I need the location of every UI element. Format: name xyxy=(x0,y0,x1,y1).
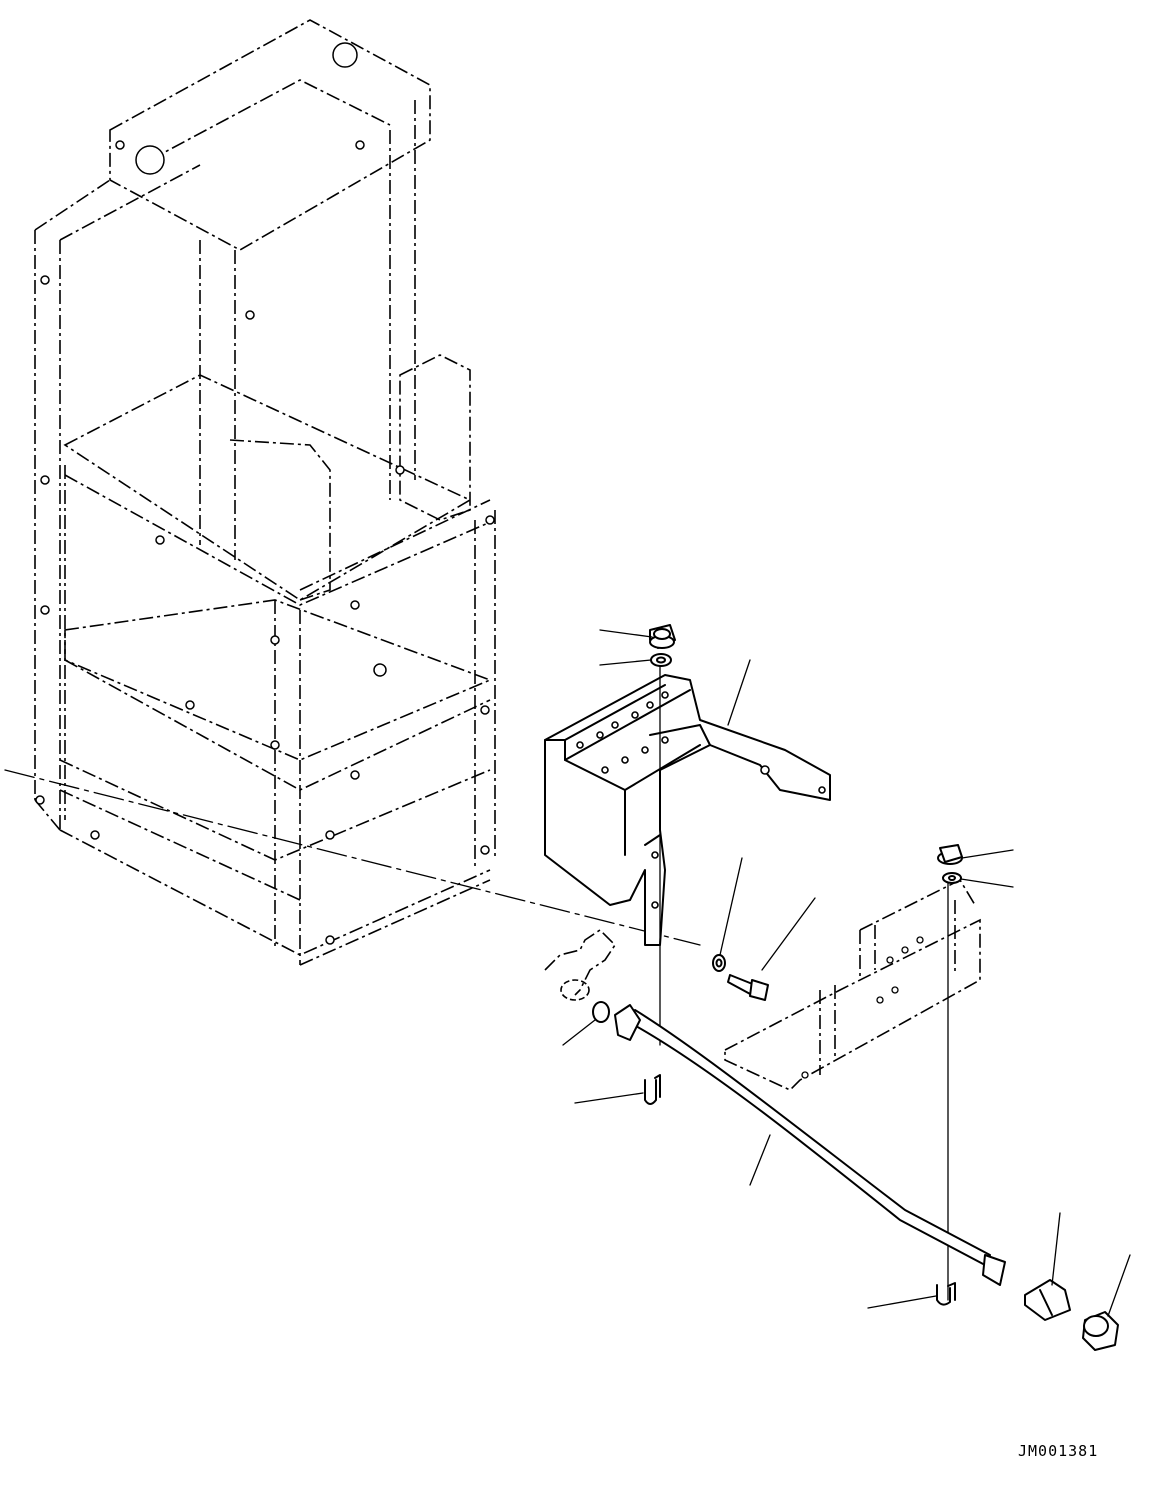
u-clamp-lower xyxy=(936,1282,956,1306)
bolt xyxy=(727,974,769,1001)
support-bracket xyxy=(544,659,831,1046)
tube xyxy=(614,1004,1006,1286)
washer-right xyxy=(942,872,962,884)
cap xyxy=(1082,1311,1119,1351)
flange-nut-top xyxy=(649,624,676,649)
leader-lines xyxy=(562,629,1131,1317)
washer-mid xyxy=(712,954,726,972)
drawing-code: JM001381 xyxy=(1018,1442,1099,1460)
frame-assembly xyxy=(4,19,701,966)
connector xyxy=(1024,1279,1071,1321)
mount-plate xyxy=(724,878,981,1301)
washer-top xyxy=(650,653,672,667)
hose-elbow xyxy=(544,928,617,1001)
o-ring xyxy=(592,1001,610,1023)
u-clamp-upper xyxy=(644,1074,661,1105)
flange-nut-right xyxy=(937,844,963,865)
